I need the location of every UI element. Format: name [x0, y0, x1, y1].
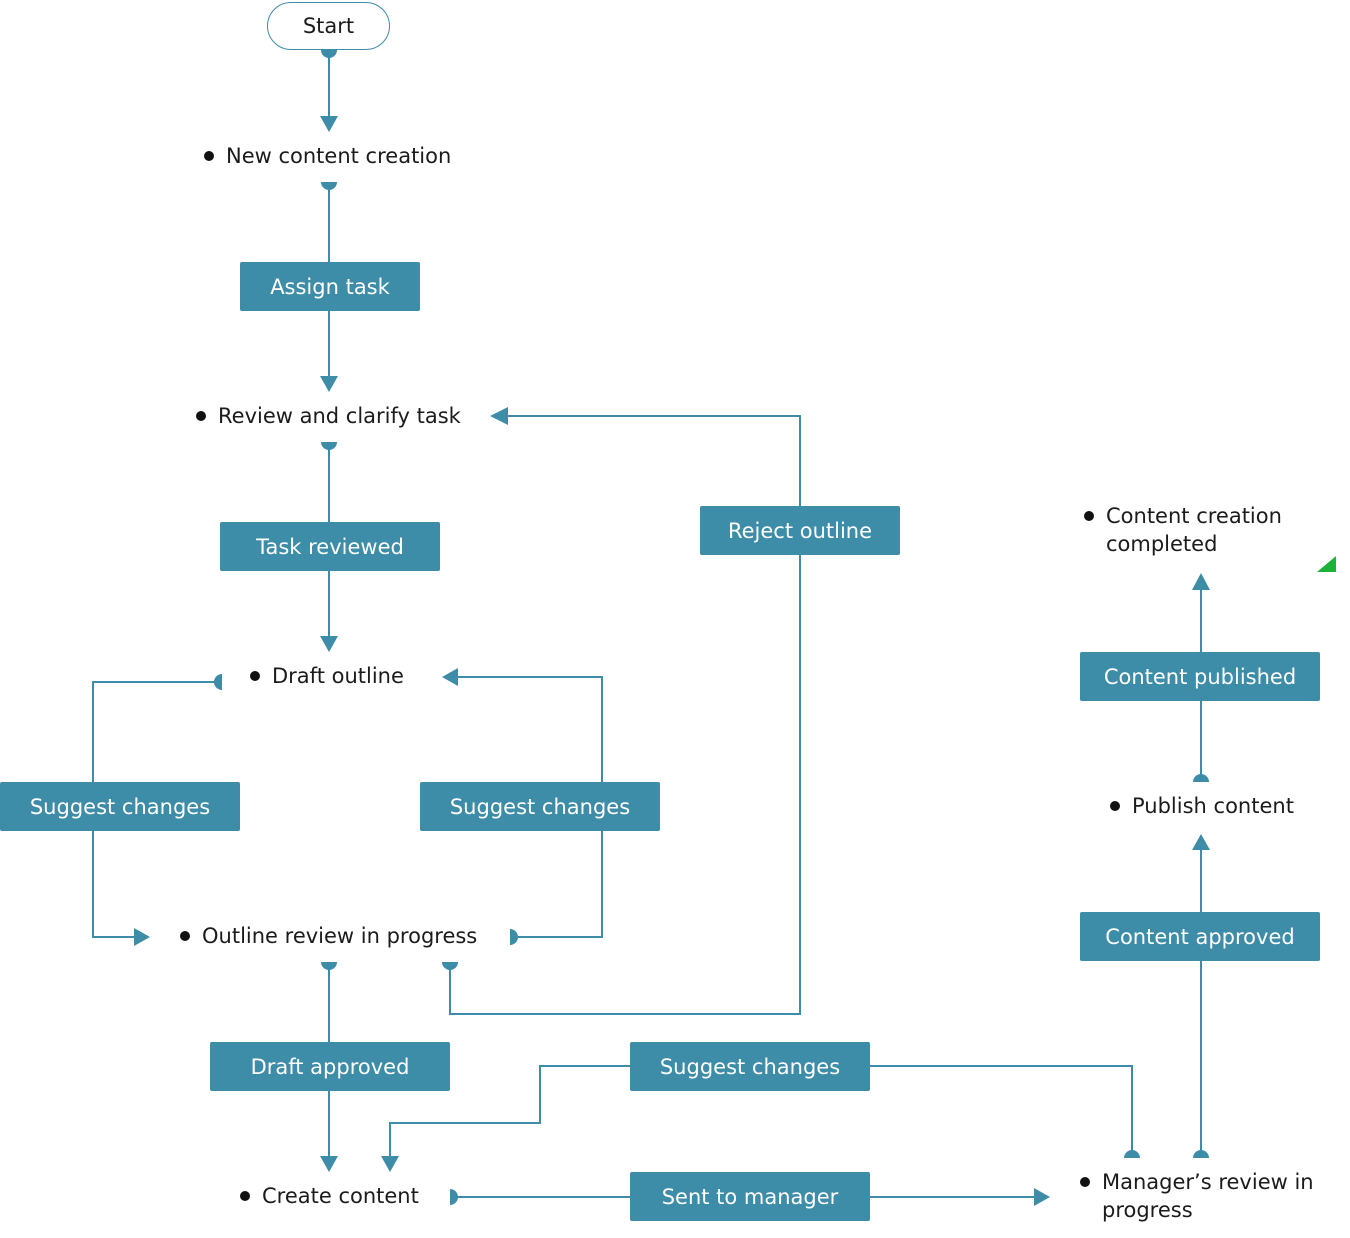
arrowhead: [442, 668, 458, 686]
action-sent-to-manager[interactable]: Sent to manager: [630, 1172, 870, 1221]
connector-reject-review: [506, 415, 801, 506]
action-content-published[interactable]: Content published: [1080, 652, 1320, 701]
connector-suggestleft-outline: [92, 831, 136, 938]
state-outline-review-in-progress[interactable]: Outline review in progress: [180, 922, 477, 950]
state-label: Draft outline: [272, 664, 404, 688]
connector-suggestmid-draft: [456, 676, 603, 782]
arrowhead: [134, 928, 150, 946]
action-content-approved[interactable]: Content approved: [1080, 912, 1320, 961]
state-managers-review-in-progress[interactable]: Manager’s review in progress: [1080, 1168, 1320, 1224]
connector-manager-suggestbottom: [870, 1065, 1133, 1154]
source-marker: [321, 962, 337, 970]
state-review-and-clarify-task[interactable]: Review and clarify task: [196, 402, 461, 430]
state-bullet-icon: [1110, 801, 1120, 811]
state-new-content-creation[interactable]: New content creation: [204, 142, 451, 170]
arrowhead: [320, 1156, 338, 1172]
state-label: Review and clarify task: [218, 404, 461, 428]
state-bullet-icon: [250, 671, 260, 681]
arrowhead: [1034, 1188, 1050, 1206]
action-task-reviewed[interactable]: Task reviewed: [220, 522, 440, 571]
state-label: Outline review in progress: [202, 924, 478, 948]
action-draft-approved[interactable]: Draft approved: [210, 1042, 450, 1091]
connector-draft-suggestleft: [92, 681, 218, 782]
connector-outline-reject: [449, 555, 801, 1015]
arrowhead: [320, 376, 338, 392]
state-publish-content[interactable]: Publish content: [1110, 792, 1294, 820]
source-marker: [321, 50, 337, 58]
state-label: Create content: [262, 1184, 419, 1208]
state-label: Publish content: [1132, 794, 1294, 818]
corner-marker: [1317, 556, 1336, 572]
action-suggest-changes-left[interactable]: Suggest changes: [0, 782, 240, 831]
source-marker: [321, 182, 337, 190]
source-marker: [321, 442, 337, 450]
state-label: Manager’s review in progress: [1102, 1170, 1314, 1222]
start-node[interactable]: Start: [267, 2, 390, 50]
state-bullet-icon: [196, 411, 206, 421]
connector-outline-suggestmid: [513, 831, 603, 938]
state-draft-outline[interactable]: Draft outline: [250, 662, 404, 690]
state-bullet-icon: [1084, 511, 1094, 521]
source-marker: [214, 674, 222, 690]
arrowhead: [490, 407, 508, 425]
arrowhead: [1192, 573, 1210, 590]
action-assign-task[interactable]: Assign task: [240, 262, 420, 311]
state-label: New content creation: [226, 144, 452, 168]
action-reject-outline[interactable]: Reject outline: [700, 506, 900, 555]
connector-suggestbottom-create: [389, 1065, 630, 1158]
source-marker: [442, 962, 458, 970]
state-create-content[interactable]: Create content: [240, 1182, 419, 1210]
state-bullet-icon: [180, 931, 190, 941]
source-marker: [1193, 774, 1209, 782]
state-content-creation-completed[interactable]: Content creation completed: [1084, 502, 1294, 558]
arrowhead: [320, 116, 338, 132]
state-bullet-icon: [204, 151, 214, 161]
action-suggest-changes-bottom[interactable]: Suggest changes: [630, 1042, 870, 1091]
state-label: Content creation completed: [1106, 504, 1282, 556]
action-suggest-changes-middle[interactable]: Suggest changes: [420, 782, 660, 831]
source-marker: [1193, 1150, 1209, 1158]
source-marker: [510, 929, 518, 945]
state-bullet-icon: [240, 1191, 250, 1201]
source-marker: [450, 1189, 458, 1205]
arrowhead: [320, 636, 338, 652]
source-marker: [1124, 1150, 1140, 1158]
state-bullet-icon: [1080, 1177, 1090, 1187]
arrowhead: [1192, 834, 1210, 850]
arrowhead: [381, 1156, 399, 1172]
